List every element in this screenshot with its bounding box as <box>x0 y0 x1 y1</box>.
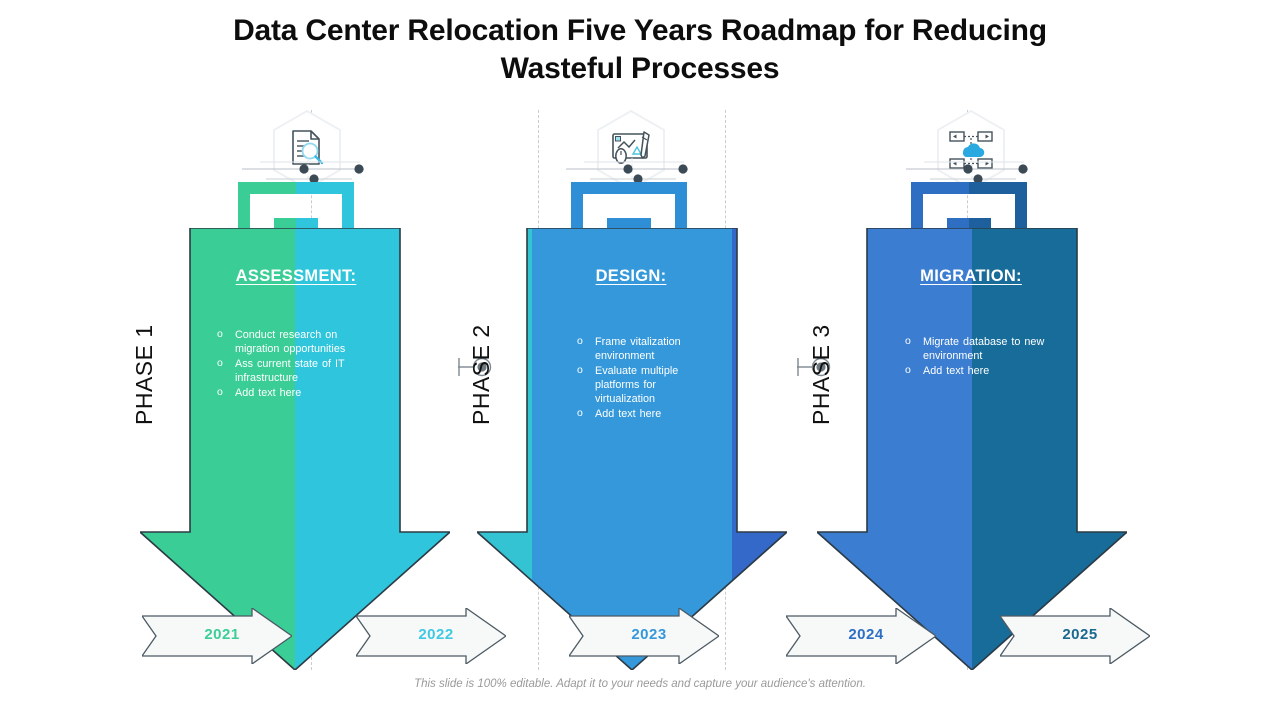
connector-1-to-2 <box>458 352 502 382</box>
year-arrow-2025[interactable]: 2025 <box>1000 608 1150 664</box>
phase-1-arrow[interactable] <box>140 228 450 670</box>
year-arrow-2024[interactable]: 2024 <box>786 608 936 664</box>
page-title: Data Center Relocation Five Years Roadma… <box>233 14 1047 86</box>
phase-2-arrow[interactable] <box>477 228 787 670</box>
list-item: Add text here <box>214 386 374 400</box>
phase-3-label: PHASE 3 <box>808 324 834 425</box>
year-label-2025: 2025 <box>1062 626 1098 643</box>
blueprint-design-icon <box>612 131 650 164</box>
phase-3-decoration <box>906 158 1036 192</box>
list-item: Ass current state of IT infrastructure <box>214 357 374 385</box>
year-arrow-2023[interactable]: 2023 <box>569 608 719 664</box>
phase-3-heading: MIGRATION: <box>920 267 1022 285</box>
phase-3-bullet-list: Migrate database to new environment Add … <box>902 335 1072 378</box>
year-label-2022: 2022 <box>418 626 454 643</box>
phase-2-heading: DESIGN: <box>595 267 667 285</box>
list-item: Add text here <box>574 407 699 421</box>
phase-2-bullet-list: Frame vitalization environment Evaluate … <box>574 335 699 421</box>
phase-1-bullet-list: Conduct research on migration opportunit… <box>214 328 374 400</box>
year-label-2024: 2024 <box>848 626 884 643</box>
list-item: Conduct research on migration opportunit… <box>214 328 374 356</box>
phase-1-label: PHASE 1 <box>131 324 157 425</box>
year-label-2023: 2023 <box>631 626 667 643</box>
phase-2-label: PHASE 2 <box>468 324 494 425</box>
document-search-icon <box>292 130 324 165</box>
connector-2-to-3 <box>797 352 841 382</box>
year-arrow-2022[interactable]: 2022 <box>356 608 506 664</box>
phase-1-decoration <box>242 158 372 192</box>
list-item: Add text here <box>902 364 1072 378</box>
phase-2-decoration <box>566 158 696 192</box>
year-arrow-2021[interactable]: 2021 <box>142 608 292 664</box>
phase-1-heading: ASSESSMENT: <box>235 267 357 285</box>
year-label-2021: 2021 <box>204 626 240 643</box>
footer-note: This slide is 100% editable. Adapt it to… <box>414 678 866 690</box>
phase-3-arrow[interactable] <box>817 228 1127 670</box>
list-item: Evaluate multiple platforms for virtuali… <box>574 364 699 406</box>
cloud-migration-icon <box>949 131 993 169</box>
list-item: Migrate database to new environment <box>902 335 1072 363</box>
list-item: Frame vitalization environment <box>574 335 699 363</box>
